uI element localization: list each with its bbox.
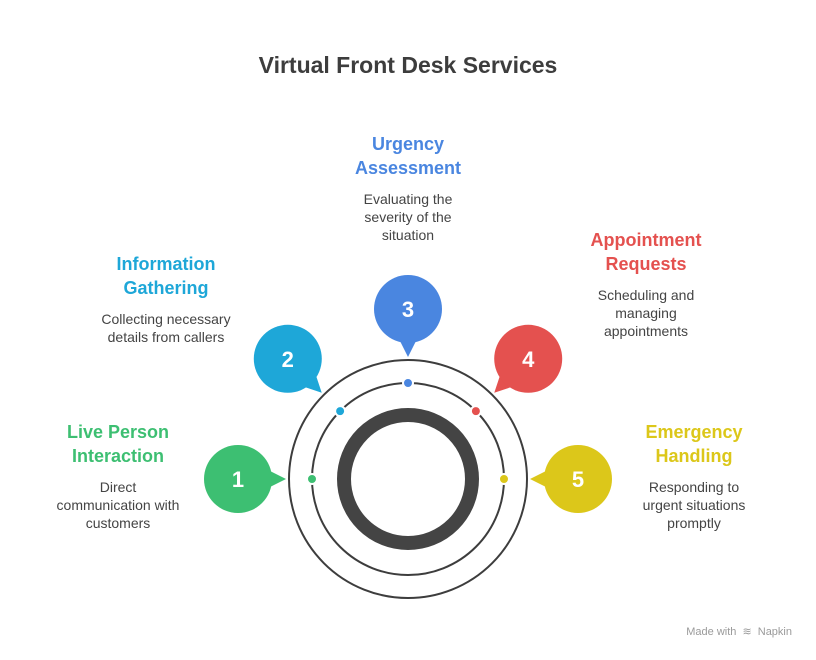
ring-dot-3: [402, 377, 414, 389]
ring-dot-5: [498, 473, 510, 485]
bubble-number-4: 4: [522, 347, 535, 372]
ring-dot-4: [469, 405, 482, 418]
number-bubble-4: [494, 324, 563, 393]
bubble-number-1: 1: [232, 467, 244, 492]
outer-ring: [288, 359, 528, 599]
diagram-title: Virtual Front Desk Services: [258, 52, 558, 78]
inner-thick-ring: [337, 408, 479, 550]
bubble-number-5: 5: [572, 467, 584, 492]
napkin-logo-icon: ≋: [742, 626, 752, 638]
bubble-number-2: 2: [282, 347, 294, 372]
brand-text: Napkin: [757, 626, 792, 638]
number-bubble-2: [253, 324, 322, 393]
ring-dot-1: [306, 473, 318, 485]
bubble-number-3: 3: [402, 297, 414, 322]
number-bubble-5: [544, 445, 612, 513]
number-bubble-1: [204, 445, 272, 513]
ring-dot-2: [334, 405, 347, 418]
number-bubble-3: [374, 275, 442, 343]
made-with-text: Made with: [686, 626, 737, 638]
napkin-watermark: Made with ≋ Napkin: [686, 625, 792, 638]
